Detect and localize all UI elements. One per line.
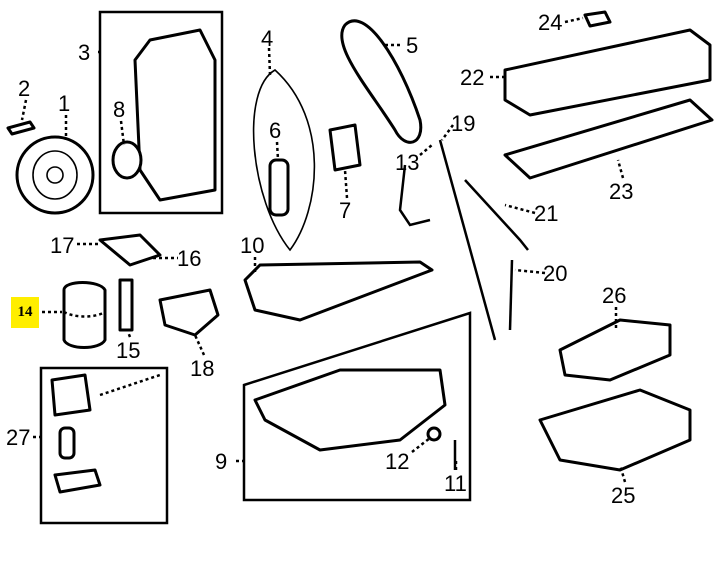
breather-tube-part[interactable] xyxy=(508,259,514,331)
oil-pan-part[interactable] xyxy=(253,368,447,452)
callout-10[interactable]: 10 xyxy=(240,233,264,258)
engine-mount-part[interactable] xyxy=(558,318,672,382)
dipstick-tube-part[interactable] xyxy=(398,164,431,227)
callout-27[interactable]: 27 xyxy=(6,425,30,450)
valve-cover-part[interactable] xyxy=(503,28,712,117)
callout-4[interactable]: 4 xyxy=(261,26,273,51)
group-box-oil-pump xyxy=(39,366,169,525)
callout-13[interactable]: 13 xyxy=(395,150,419,175)
pump-bolts-part[interactable] xyxy=(99,373,161,397)
callout-23[interactable]: 23 xyxy=(609,179,633,204)
callout-2[interactable]: 2 xyxy=(18,76,30,101)
pump-rotor-part[interactable] xyxy=(58,426,76,460)
relief-valve-part[interactable] xyxy=(53,468,102,494)
oil-strainer-part[interactable] xyxy=(158,288,220,337)
pulley-bolt-part[interactable] xyxy=(6,120,36,136)
oil-pump-body-part[interactable] xyxy=(50,373,92,417)
callout-18[interactable]: 18 xyxy=(190,356,214,381)
chain-guide-part[interactable] xyxy=(268,158,290,217)
valve-cover-gasket-part[interactable] xyxy=(503,98,714,180)
callout-9[interactable]: 9 xyxy=(215,449,227,474)
oil-cap-part[interactable] xyxy=(583,10,612,28)
callout-24[interactable]: 24 xyxy=(538,10,562,35)
crank-pulley-part[interactable] xyxy=(15,135,95,215)
callout-16[interactable]: 16 xyxy=(177,246,201,271)
callout-11[interactable]: 11 xyxy=(444,471,467,496)
callout-12[interactable]: 12 xyxy=(385,449,409,474)
chain-tensioner-part[interactable] xyxy=(328,123,362,172)
timing-cover-part[interactable] xyxy=(133,28,217,202)
filter-adapter-part[interactable] xyxy=(118,278,134,332)
front-seal-part[interactable] xyxy=(111,140,143,180)
callout-19[interactable]: 19 xyxy=(451,111,475,136)
group-box-timing-cover xyxy=(98,10,224,215)
callout-25[interactable]: 25 xyxy=(611,483,635,508)
callout-6[interactable]: 6 xyxy=(269,118,281,143)
callout-7[interactable]: 7 xyxy=(339,198,351,223)
timing-chain-part[interactable] xyxy=(252,69,316,252)
callout-15[interactable]: 15 xyxy=(116,338,140,363)
dipstick-part[interactable] xyxy=(438,139,497,341)
callout-8[interactable]: 8 xyxy=(113,97,125,122)
callout-5[interactable]: 5 xyxy=(406,33,418,58)
callout-3[interactable]: 3 xyxy=(78,40,90,65)
pcv-hose-part[interactable] xyxy=(464,179,529,251)
oil-cooler-part[interactable] xyxy=(98,233,162,267)
drain-plug-part[interactable] xyxy=(426,426,442,442)
callout-20[interactable]: 20 xyxy=(543,261,567,286)
oil-pan-gasket-part[interactable] xyxy=(243,260,434,322)
crossmember-part[interactable] xyxy=(538,388,692,472)
leader-lines xyxy=(20,16,627,483)
callout-14-highlighted[interactable]: 14 xyxy=(11,297,39,328)
callout-1[interactable]: 1 xyxy=(58,91,70,116)
callout-22[interactable]: 22 xyxy=(460,65,484,90)
timing-belt-part[interactable] xyxy=(340,19,423,144)
callout-17[interactable]: 17 xyxy=(50,233,74,258)
oil-filter-part[interactable] xyxy=(42,281,107,349)
callout-21[interactable]: 21 xyxy=(534,201,558,226)
callout-26[interactable]: 26 xyxy=(602,283,626,308)
